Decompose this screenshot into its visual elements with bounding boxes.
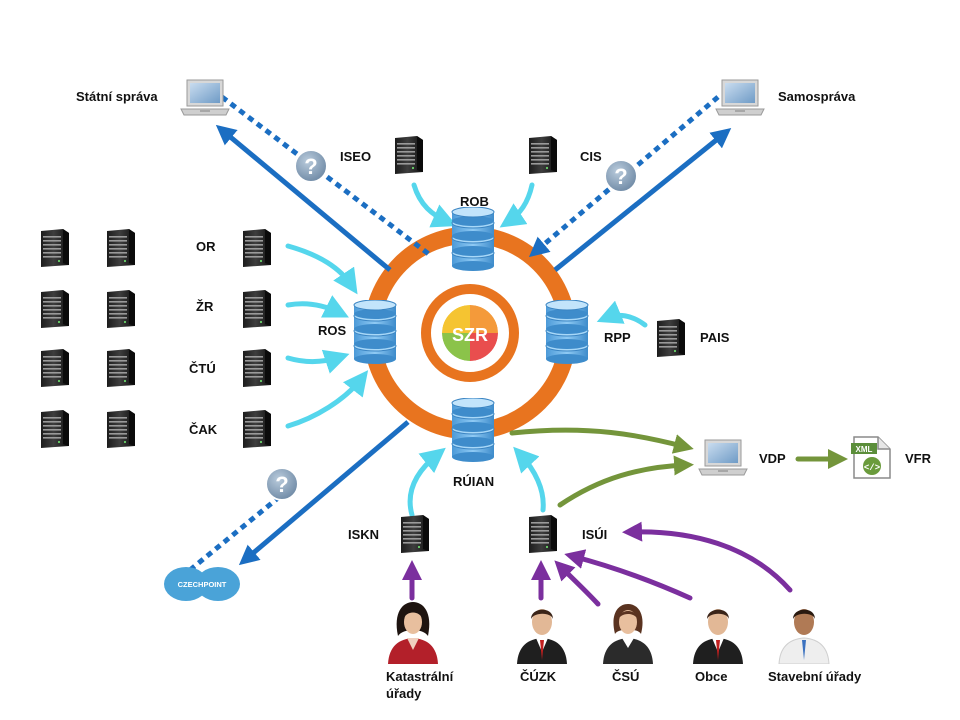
label-or: OR (196, 239, 216, 254)
server-iseo-icon[interactable] (395, 136, 423, 174)
label-ruian: RÚIAN (453, 474, 495, 489)
server-icon (107, 229, 135, 267)
db-rob-icon[interactable] (451, 207, 495, 271)
server-icon (107, 410, 135, 448)
label-ros: ROS (318, 323, 347, 338)
label-cis: CIS (580, 149, 602, 164)
szr-logo: SZR (440, 303, 500, 363)
server-or-icon[interactable] (243, 229, 271, 267)
label-zr: ŽR (196, 299, 214, 314)
label-iskn: ISKN (348, 527, 380, 542)
inner-ring (421, 284, 519, 382)
label-pais: PAIS (700, 330, 730, 345)
query-arrows (188, 95, 720, 572)
arrow-ruian-vdp (509, 427, 694, 454)
server-cak-icon[interactable] (243, 410, 271, 448)
laptop-samosprava-icon[interactable] (715, 79, 765, 116)
czechpoint-text: CZECHPOINT (178, 580, 227, 589)
person-obce-icon (693, 609, 743, 664)
person-csu-icon (603, 604, 653, 664)
arrow-isui-vdp (557, 455, 694, 508)
arrow-iskn (407, 447, 446, 518)
arrow-stavebni (622, 521, 793, 593)
db-ros-icon[interactable] (353, 300, 397, 364)
laptop-statni-sprava-icon[interactable] (180, 79, 230, 116)
server-ctu-icon[interactable] (243, 349, 271, 387)
arrow-to-statni-sprava (215, 124, 392, 272)
question-czechpoint-icon (265, 467, 299, 501)
arrow-or (285, 243, 358, 295)
label-ctu: ČTÚ (189, 361, 216, 376)
person-cuzk-icon (517, 609, 567, 664)
server-icon (41, 290, 69, 328)
laptop-vdp-icon[interactable] (698, 439, 748, 476)
distribution-arrows (215, 124, 732, 566)
vdp-arrows (509, 427, 848, 508)
czechpoint-logo[interactable]: CZECHPOINT (164, 567, 240, 601)
szr-logo-text: SZR (452, 325, 488, 345)
person-katastralni-icon (388, 602, 438, 664)
server-icon (41, 349, 69, 387)
db-ruian-icon[interactable] (451, 398, 495, 462)
server-icon (107, 349, 135, 387)
label-isui: ISÚI (582, 527, 608, 542)
arrow-isui (513, 446, 546, 513)
label-cuzk: ČÚZK (520, 669, 557, 684)
person-stavebni-icon (778, 608, 830, 664)
arrow-cis (499, 182, 535, 228)
server-zr-icon[interactable] (243, 290, 271, 328)
arrow-samosprava-dotted (528, 95, 720, 258)
label-vdp: VDP (759, 451, 786, 466)
arrow-to-samosprava (553, 127, 732, 272)
xml-badge: XML (856, 445, 873, 454)
label-rpp: RPP (604, 330, 631, 345)
label-iseo: ISEO (340, 149, 372, 164)
server-isui-icon[interactable] (529, 515, 557, 553)
label-cak: ČAK (189, 422, 218, 437)
source-arrows (285, 182, 648, 518)
arrow-zr (285, 295, 349, 318)
label-vfr: VFR (905, 451, 931, 466)
arrow-to-czechpoint (238, 420, 410, 566)
xml-file-icon[interactable]: XML </> (851, 436, 891, 479)
svg-text:</>: </> (864, 463, 880, 473)
people-arrows (402, 521, 793, 607)
label-statni-sprava: Státní správa (76, 89, 158, 104)
arrow-pais (596, 300, 648, 328)
arrow-ctu (285, 349, 350, 374)
arrow-iseo (411, 182, 458, 228)
label-obce: Obce (695, 669, 728, 684)
label-stavebni-urady: Stavební úřady (768, 669, 862, 684)
server-icon (41, 229, 69, 267)
arrow-cak (285, 370, 369, 429)
question-iseo-icon (294, 149, 328, 183)
label-rob: ROB (460, 194, 489, 209)
question-cis-icon (604, 159, 638, 193)
label-csu: ČSÚ (612, 669, 640, 684)
server-icon (41, 410, 69, 448)
label-samosprava: Samospráva (778, 89, 856, 104)
arrow-csu (554, 560, 601, 607)
server-icon (107, 290, 135, 328)
arrow-obce (564, 549, 693, 601)
server-cis-icon[interactable] (529, 136, 557, 174)
arrow-czechpoint-dotted (188, 478, 302, 572)
db-rpp-icon[interactable] (545, 300, 589, 364)
label-katastralni-urady: Katastrální úřady (386, 669, 454, 701)
server-pais-icon[interactable] (657, 319, 685, 357)
server-iskn-icon[interactable] (401, 515, 429, 553)
